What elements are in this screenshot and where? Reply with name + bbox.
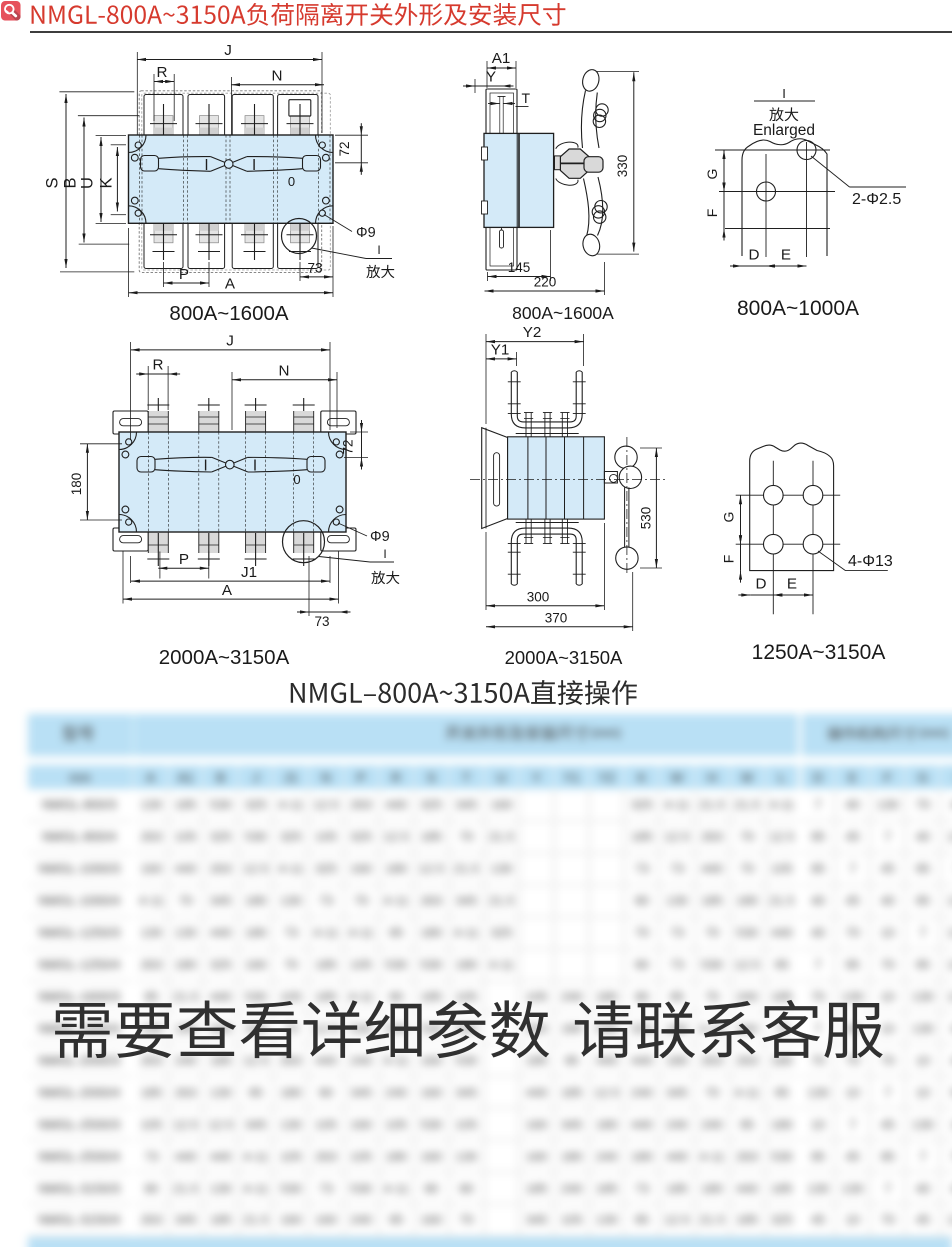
svg-text:J1: J1 bbox=[241, 564, 257, 581]
svg-text:A: A bbox=[225, 276, 236, 293]
svg-text:D: D bbox=[749, 247, 760, 264]
svg-text:800A~1600A: 800A~1600A bbox=[169, 302, 288, 325]
svg-text:N: N bbox=[272, 68, 283, 85]
svg-text:530: 530 bbox=[639, 507, 654, 530]
svg-text:P: P bbox=[179, 551, 189, 568]
svg-text:A1: A1 bbox=[492, 50, 511, 67]
svg-text:800A~1000A: 800A~1000A bbox=[737, 297, 859, 320]
svg-text:I: I bbox=[377, 243, 380, 257]
svg-text:E: E bbox=[787, 576, 797, 593]
svg-text:J: J bbox=[226, 333, 234, 350]
svg-text:G: G bbox=[721, 512, 737, 523]
svg-text:Φ9: Φ9 bbox=[356, 225, 376, 241]
svg-text:2000A~3150A: 2000A~3150A bbox=[159, 646, 290, 669]
svg-text:73: 73 bbox=[314, 614, 329, 629]
svg-text:0: 0 bbox=[288, 174, 295, 189]
svg-text:2-Φ2.5: 2-Φ2.5 bbox=[852, 191, 901, 208]
svg-text:F: F bbox=[721, 555, 737, 564]
svg-text:A: A bbox=[222, 582, 233, 599]
svg-text:4-Φ13: 4-Φ13 bbox=[848, 553, 893, 570]
svg-text:370: 370 bbox=[545, 611, 568, 626]
svg-text:P: P bbox=[179, 266, 189, 283]
svg-text:J: J bbox=[224, 42, 232, 59]
svg-text:D: D bbox=[756, 576, 767, 593]
svg-text:F: F bbox=[704, 209, 720, 218]
svg-text:2000A~3150A: 2000A~3150A bbox=[505, 647, 623, 668]
svg-text:180: 180 bbox=[69, 473, 84, 496]
svg-text:72: 72 bbox=[341, 439, 356, 454]
svg-text:Y2: Y2 bbox=[523, 324, 542, 341]
svg-text:G: G bbox=[704, 169, 720, 180]
svg-text:R: R bbox=[153, 357, 164, 374]
svg-text:R: R bbox=[157, 64, 168, 81]
svg-text:800A~1600A: 800A~1600A bbox=[512, 303, 614, 323]
svg-text:U: U bbox=[79, 177, 97, 189]
svg-text:Y1: Y1 bbox=[491, 342, 510, 359]
svg-text:Enlarged: Enlarged bbox=[753, 122, 815, 139]
svg-text:Y: Y bbox=[486, 69, 496, 86]
svg-text:73: 73 bbox=[307, 261, 322, 276]
svg-text:N: N bbox=[279, 363, 290, 380]
svg-text:72: 72 bbox=[337, 141, 352, 156]
svg-text:I: I bbox=[383, 547, 386, 561]
svg-text:330: 330 bbox=[615, 155, 630, 178]
svg-text:S: S bbox=[44, 177, 62, 188]
svg-text:300: 300 bbox=[527, 590, 550, 605]
svg-text:0: 0 bbox=[293, 472, 300, 487]
svg-text:B: B bbox=[62, 177, 80, 188]
svg-text:145: 145 bbox=[508, 260, 531, 275]
svg-text:1250A~3150A: 1250A~3150A bbox=[752, 641, 886, 664]
svg-text:I: I bbox=[782, 86, 786, 101]
svg-text:T: T bbox=[522, 90, 531, 106]
svg-text:220: 220 bbox=[534, 275, 557, 290]
svg-text:Φ9: Φ9 bbox=[370, 529, 390, 545]
svg-text:K: K bbox=[98, 177, 116, 188]
svg-text:E: E bbox=[781, 247, 791, 264]
